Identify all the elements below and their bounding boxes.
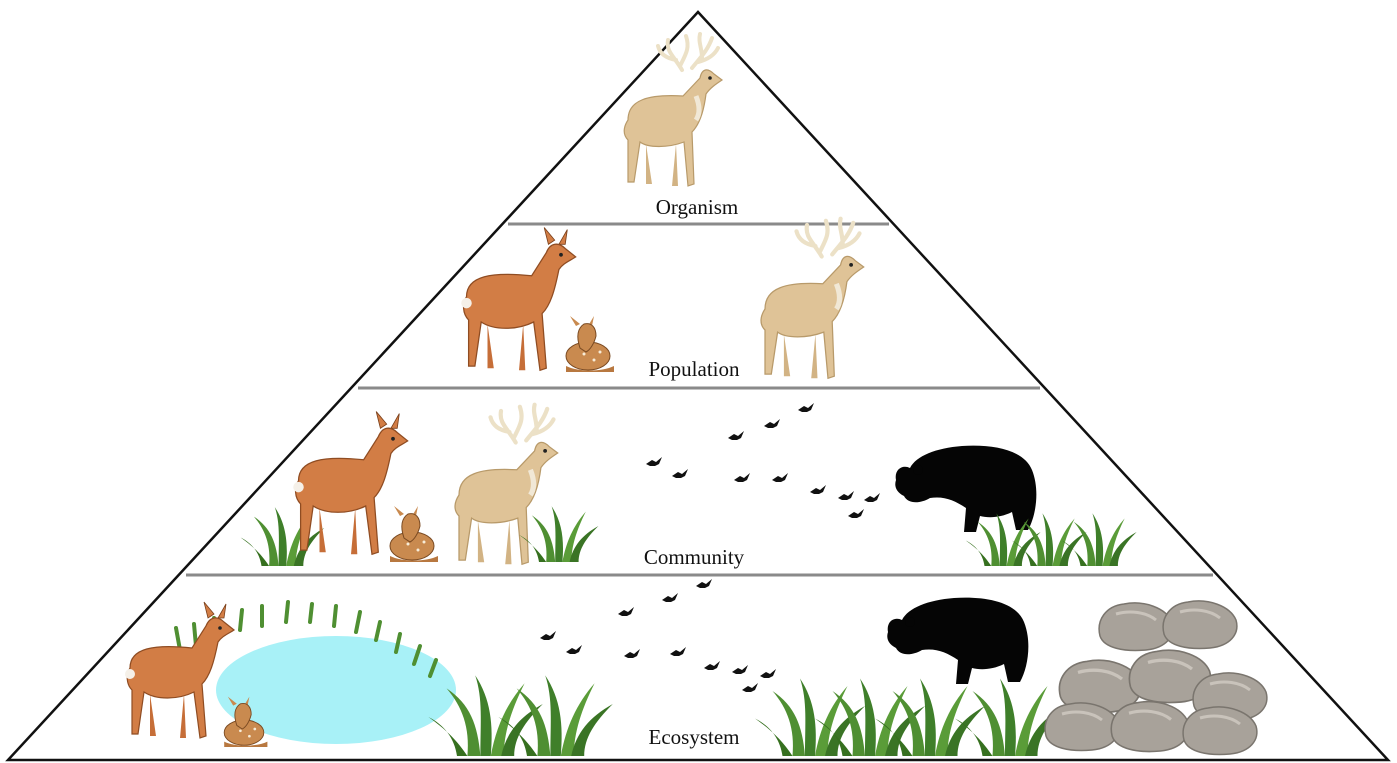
level-label-organism: Organism [656, 195, 738, 219]
buck-icon [455, 405, 558, 565]
ecosystem-level: Ecosystem [125, 579, 1267, 756]
fawn-icon [390, 506, 438, 562]
population-level: Population [461, 219, 863, 381]
bear-icon [887, 598, 1028, 684]
doe-icon [125, 602, 234, 738]
bird-flock-icon [646, 403, 880, 518]
organism-level: Organism [624, 34, 738, 219]
level-label-population: Population [648, 357, 740, 381]
bird-flock-icon [540, 579, 776, 692]
level-label-community: Community [644, 545, 745, 569]
buck-icon [624, 34, 722, 186]
buck-icon [761, 219, 864, 379]
bear-icon [895, 446, 1036, 532]
level-label-ecosystem: Ecosystem [649, 725, 740, 749]
rock-pile-icon [1045, 601, 1267, 755]
community-level: Community [241, 403, 1137, 569]
grass-icon [519, 506, 598, 562]
fawn-icon [566, 316, 614, 372]
